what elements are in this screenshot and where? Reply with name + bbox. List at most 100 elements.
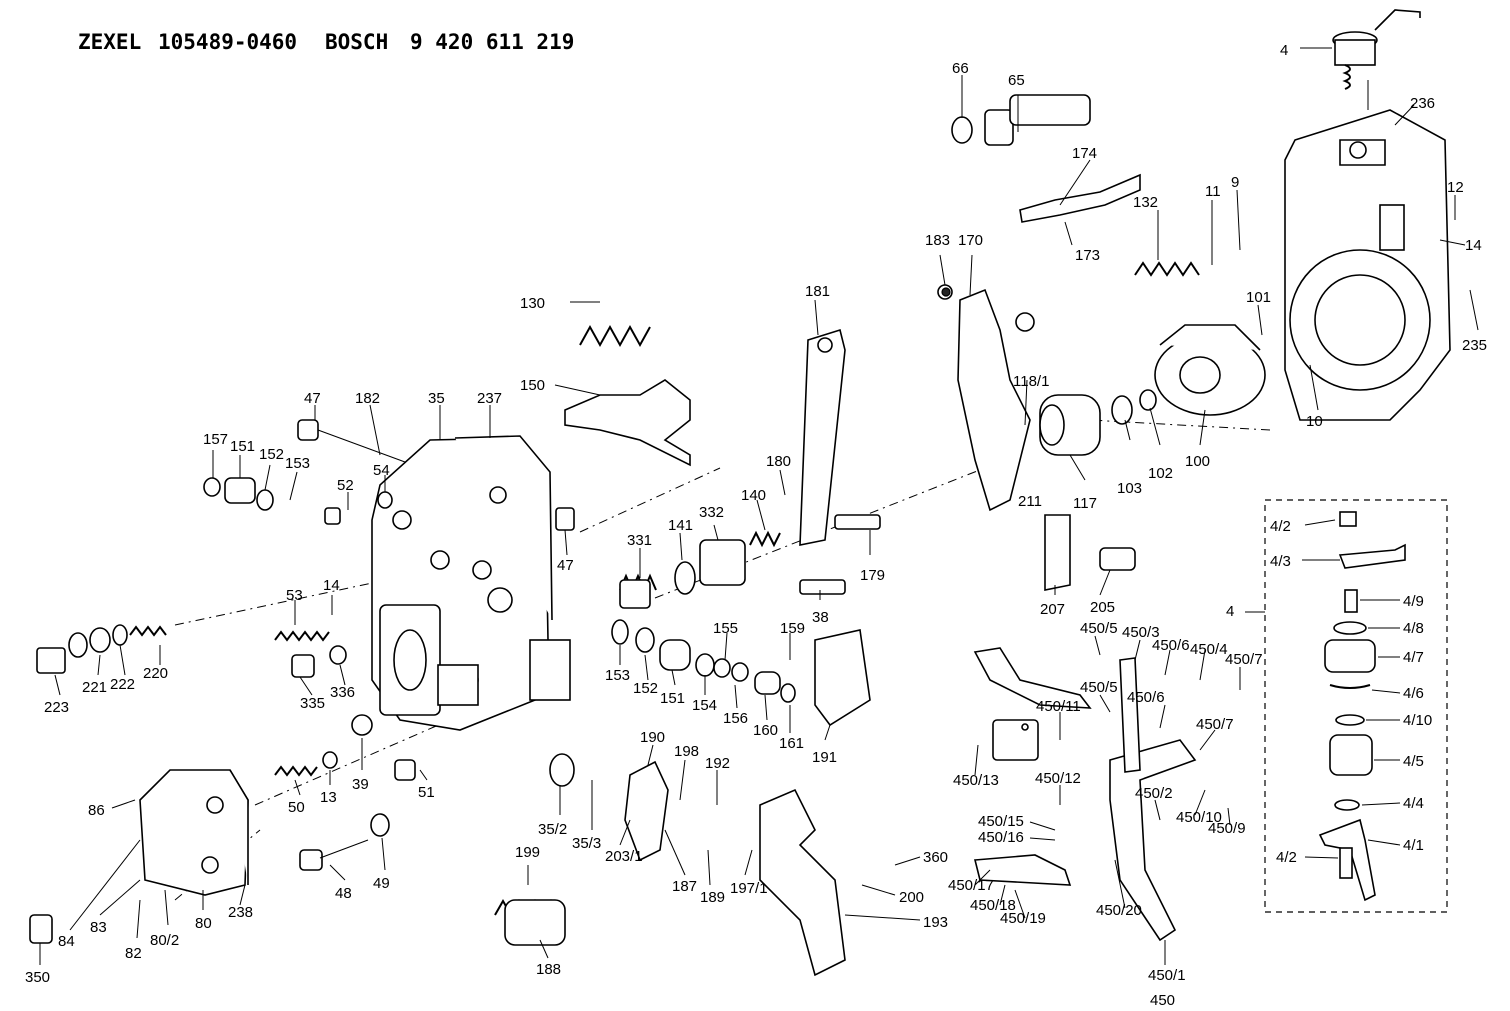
- label-200: 200: [899, 889, 924, 906]
- label-49: 49: [373, 875, 390, 892]
- label-4-2-bottom: 4/2: [1276, 849, 1297, 866]
- label-152-top: 152: [259, 446, 284, 463]
- leader-lines: [39, 47, 1479, 965]
- label-153-mid: 153: [605, 667, 630, 684]
- label-13: 13: [320, 789, 337, 806]
- label-450-5-mid: 450/5: [1080, 679, 1118, 696]
- label-450-20: 450/20: [1096, 902, 1142, 919]
- label-141: 141: [668, 517, 693, 534]
- label-191: 191: [812, 749, 837, 766]
- label-450-1: 450/1: [1148, 967, 1186, 984]
- header-zexel-part-number: 105489-0460: [158, 30, 298, 54]
- label-80: 80: [195, 915, 212, 932]
- label-66: 66: [952, 60, 969, 77]
- label-35-3: 35/3: [572, 835, 601, 852]
- label-140: 140: [741, 487, 766, 504]
- lever-193-group: [504, 760, 846, 977]
- label-151-top: 151: [230, 438, 255, 455]
- label-207: 207: [1040, 601, 1065, 618]
- label-173: 173: [1075, 247, 1100, 264]
- label-4: 4: [1280, 42, 1288, 59]
- label-350: 350: [25, 969, 50, 986]
- label-83: 83: [90, 919, 107, 936]
- hardware-details: [203, 287, 1029, 871]
- label-53: 53: [286, 587, 303, 604]
- label-47-right: 47: [557, 557, 574, 574]
- label-11: 11: [1205, 183, 1221, 200]
- label-220: 220: [143, 665, 168, 682]
- label-198: 198: [674, 743, 699, 760]
- label-4-7: 4/7: [1403, 649, 1424, 666]
- label-223: 223: [44, 699, 69, 716]
- label-203-1: 203/1: [605, 848, 643, 865]
- label-14-mid: 14: [323, 577, 340, 594]
- label-4-8: 4/8: [1403, 620, 1424, 637]
- label-181: 181: [805, 283, 830, 300]
- sleeve-117: [1039, 389, 1157, 456]
- label-84: 84: [58, 933, 75, 950]
- label-238: 238: [228, 904, 253, 921]
- label-39: 39: [352, 776, 369, 793]
- label-192: 192: [705, 755, 730, 772]
- label-331: 331: [627, 532, 652, 549]
- label-221: 221: [82, 679, 107, 696]
- label-450-5-top: 450/5: [1080, 620, 1118, 637]
- header-brand-bosch: BOSCH: [325, 30, 389, 54]
- label-182: 182: [355, 390, 380, 407]
- label-183: 183: [925, 232, 950, 249]
- label-187: 187: [672, 878, 697, 895]
- bracket-4-part: [1332, 9, 1421, 110]
- label-51: 51: [418, 784, 435, 801]
- label-450-19: 450/19: [1000, 910, 1046, 927]
- label-156: 156: [723, 710, 748, 727]
- label-157: 157: [203, 431, 228, 448]
- label-4-1: 4/1: [1403, 837, 1424, 854]
- label-360: 360: [923, 849, 948, 866]
- label-118-1: 118/1: [1013, 373, 1049, 390]
- label-450-15: 450/15: [978, 813, 1024, 830]
- label-180: 180: [766, 453, 791, 470]
- label-159: 159: [780, 620, 805, 637]
- label-189: 189: [700, 889, 725, 906]
- label-65: 65: [1008, 72, 1025, 89]
- label-235: 235: [1462, 337, 1487, 354]
- label-52: 52: [337, 477, 354, 494]
- label-154: 154: [692, 697, 717, 714]
- label-160: 160: [753, 722, 778, 739]
- label-450-9: 450/9: [1208, 820, 1246, 837]
- inset-box-part-4: [1264, 499, 1448, 913]
- label-236: 236: [1410, 95, 1435, 112]
- label-12: 12: [1447, 179, 1464, 196]
- label-161: 161: [779, 735, 804, 752]
- header-bosch-part-number: 9 420 611 219: [410, 30, 575, 54]
- plunger-row: [611, 619, 871, 727]
- governor-housing-part: [1284, 109, 1451, 421]
- label-102: 102: [1148, 465, 1173, 482]
- label-211: 211: [1018, 493, 1042, 510]
- label-450-2: 450/2: [1135, 785, 1173, 802]
- label-155: 155: [713, 620, 738, 637]
- label-170: 170: [958, 232, 983, 249]
- label-4-5: 4/5: [1403, 753, 1424, 770]
- label-199: 199: [515, 844, 540, 861]
- label-332: 332: [699, 504, 724, 521]
- label-54: 54: [373, 462, 390, 479]
- part-labels: 4 65 66 236 174 173 132 11 9 12 14 235 1…: [25, 42, 1487, 1009]
- pump-housing-part: [371, 435, 571, 731]
- label-450-11: 450/11: [1036, 698, 1081, 715]
- label-82: 82: [125, 945, 142, 962]
- label-4-6: 4/6: [1403, 685, 1424, 702]
- governor-flyweights-100: [1154, 324, 1266, 416]
- label-450-6-top: 450/6: [1152, 637, 1190, 654]
- label-450-6-mid: 450/6: [1127, 689, 1165, 706]
- label-450-10: 450/10: [1176, 809, 1222, 826]
- label-9: 9: [1231, 174, 1239, 191]
- label-50: 50: [288, 799, 305, 816]
- label-450-18: 450/18: [970, 897, 1016, 914]
- lever-181: [799, 328, 846, 546]
- label-35-2: 35/2: [538, 821, 567, 838]
- label-4-2-top: 4/2: [1270, 518, 1291, 535]
- label-130: 130: [520, 295, 545, 312]
- label-38: 38: [812, 609, 829, 626]
- label-117: 117: [1073, 495, 1097, 512]
